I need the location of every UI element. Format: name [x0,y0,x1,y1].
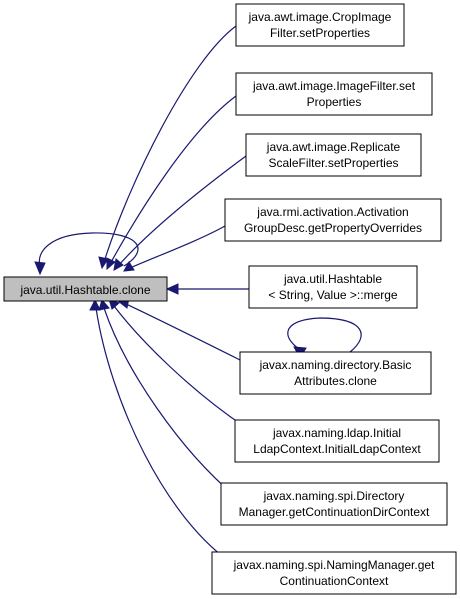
edge-namingmanager-to-root [95,307,237,567]
node-label-line-1: javax.naming.spi.Directory [263,489,405,503]
edge-basicattributes-to-root [125,303,241,361]
node-cropimage-setproperties[interactable]: java.awt.image.CropImage Filter.setPrope… [235,3,405,47]
node-label-line-1: java.awt.image.Replicate [266,140,401,154]
node-label-line-1: java.awt.image.CropImage [248,10,392,24]
node-label-line-2: Attributes.clone [294,374,377,388]
node-label-line-2: < String, Value >::merge [268,288,398,302]
arrowhead-merge [165,283,179,295]
arrowhead-imagefilter [106,257,116,271]
node-root-label: java.util.Hashtable.clone [19,283,150,297]
node-label-line-2: Filter.setProperties [270,26,370,40]
node-label-line-1: java.util.Hashtable [283,272,382,286]
node-label-line-2: Manager.getContinuationDirContext [239,505,430,519]
node-label-line-2: Properties [307,95,362,109]
edge-ldapcontext-to-root [113,305,246,428]
node-label-line-1: java.rmi.activation.Activation [256,205,408,219]
edge-root-self-loop [38,232,139,267]
arrowhead-root-self-loop [34,261,46,276]
arrowhead-directorymanager [98,298,110,311]
node-root[interactable]: java.util.Hashtable.clone [3,276,168,302]
node-label-line-1: javax.naming.directory.Basic [259,358,412,372]
edge-cropimage-to-root [103,25,237,263]
node-directorymanager-getcontinuationdircontext[interactable]: javax.naming.spi.Directory Manager.getCo… [220,482,448,526]
edge-activation-to-root [129,225,226,269]
node-initialldapcontext[interactable]: javax.naming.ldap.Initial LdapContext.In… [234,419,440,463]
edge-imagefilter-to-root [109,95,237,265]
arrowhead-namingmanager [89,298,101,311]
node-label-line-1: javax.naming.spi.NamingManager.get [233,558,435,572]
arrowhead-replicate [113,258,124,271]
node-namingmanager-getcontinuationcontext[interactable]: javax.naming.spi.NamingManager.get Conti… [211,551,457,595]
node-label-line-1: java.awt.image.ImageFilter.set [252,79,416,93]
node-label-line-2: ContinuationContext [280,574,389,588]
node-imagefilter-setproperties[interactable]: java.awt.image.ImageFilter.set Propertie… [235,72,433,116]
node-label-line-1: javax.naming.ldap.Initial [272,426,401,440]
edge-replicate-to-root [117,155,247,267]
node-replicatescalefilter-setproperties[interactable]: java.awt.image.Replicate ScaleFilter.set… [245,133,422,177]
edge-basicattributes-self-loop [287,317,362,353]
arrowhead-activation [123,261,135,272]
node-label-line-2: LdapContext.InitialLdapContext [253,442,421,456]
node-basicattributes-clone[interactable]: javax.naming.directory.Basic Attributes.… [239,351,432,395]
edge-directorymanager-to-root [103,307,237,498]
node-label-line-2: ScaleFilter.setProperties [268,156,398,170]
arrowhead-cropimage [98,256,109,270]
node-activationgroupdesc-getpropertyoverrides[interactable]: java.rmi.activation.Activation GroupDesc… [224,198,442,242]
node-hashtable-merge[interactable]: java.util.Hashtable < String, Value >::m… [248,265,418,309]
edges [38,25,362,567]
node-label-line-2: GroupDesc.getPropertyOverrides [244,221,422,235]
